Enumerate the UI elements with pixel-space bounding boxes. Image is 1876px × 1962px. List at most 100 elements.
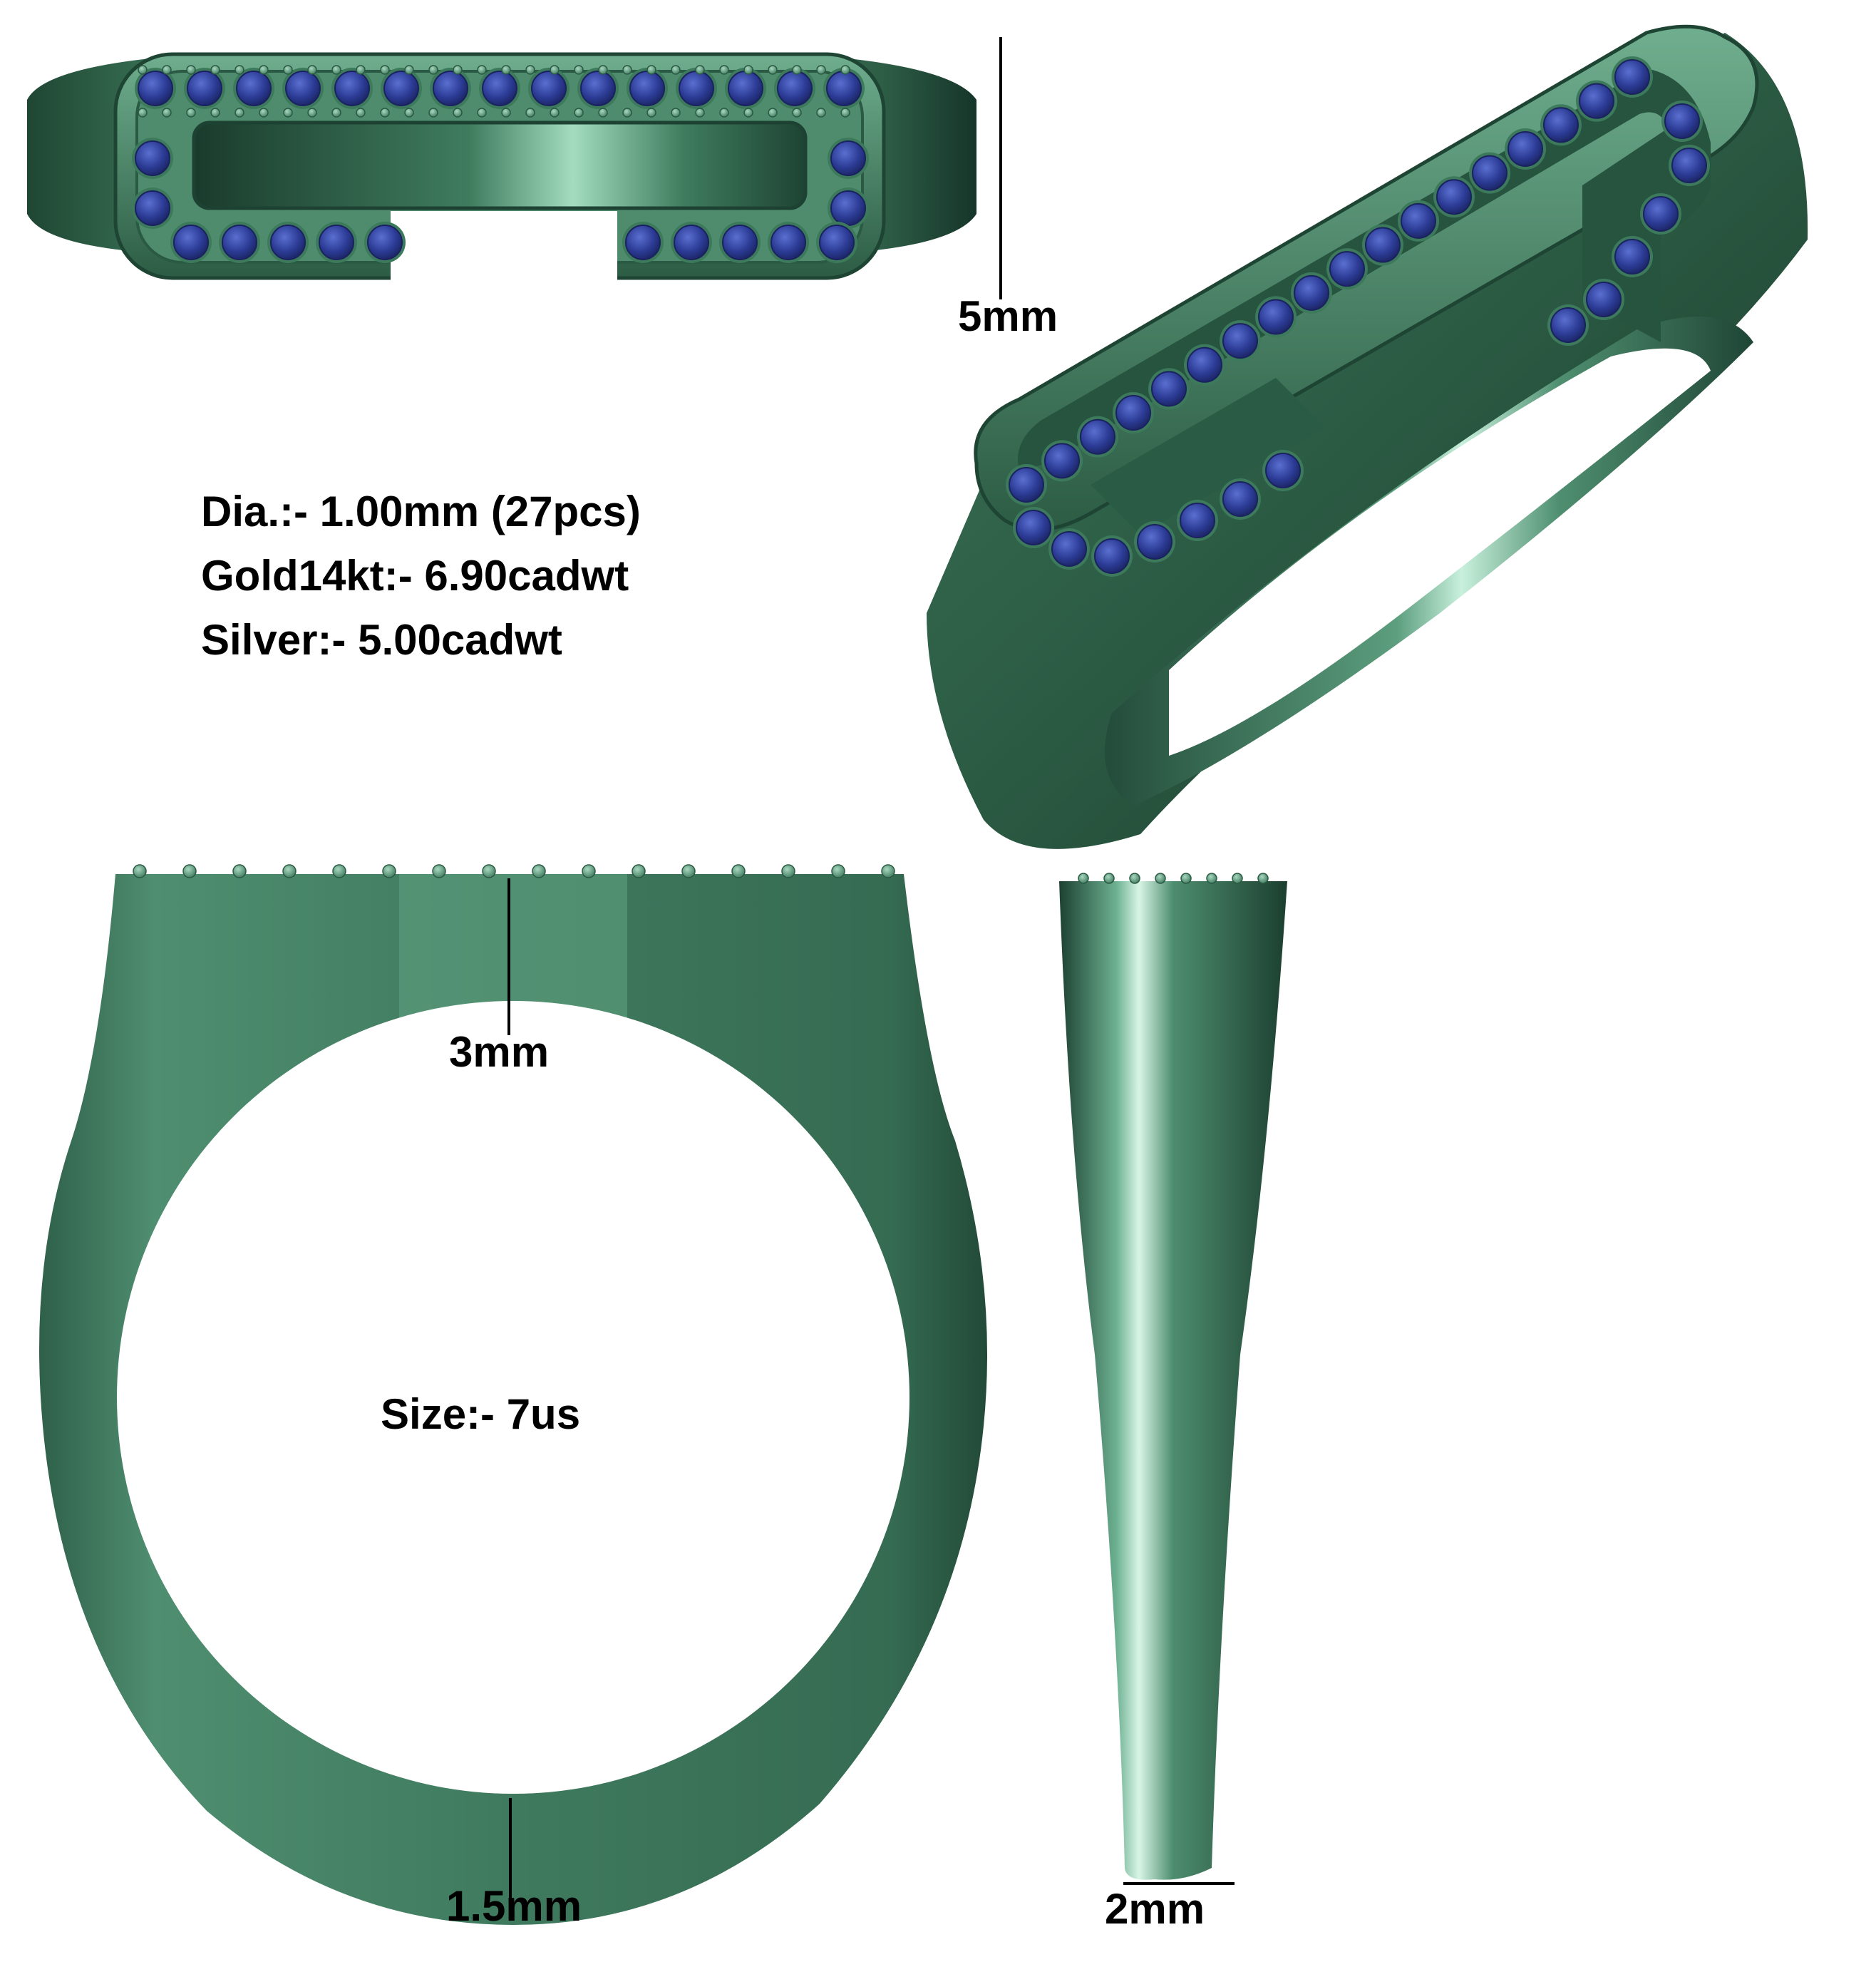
bottom-width-dimension-label: 1.5mm bbox=[446, 1882, 582, 1930]
pave-bead bbox=[138, 108, 148, 118]
pave-bead bbox=[840, 108, 850, 118]
pave-bead bbox=[671, 65, 681, 75]
blue-stone bbox=[1614, 59, 1650, 95]
ring-size-label: Size:- 7us bbox=[381, 1390, 581, 1438]
top-edge-bead bbox=[332, 864, 346, 878]
blue-stone bbox=[1671, 148, 1707, 183]
pave-bead bbox=[646, 65, 656, 75]
top-width-dimension-label: 3mm bbox=[449, 1028, 550, 1076]
pave-bead bbox=[307, 65, 317, 75]
side-view-bead-row bbox=[1078, 873, 1269, 884]
blue-stone bbox=[1436, 179, 1472, 215]
pave-bead bbox=[234, 65, 244, 75]
side-edge-bead bbox=[1129, 873, 1140, 884]
top-edge-bead bbox=[133, 864, 147, 878]
pave-bead bbox=[477, 65, 487, 75]
blue-stone bbox=[1222, 323, 1258, 359]
pave-bead bbox=[186, 108, 196, 118]
top-edge-bead bbox=[681, 864, 696, 878]
blue-stone bbox=[1614, 239, 1650, 274]
pave-bead bbox=[525, 108, 535, 118]
pave-bead bbox=[816, 108, 826, 118]
blue-stone bbox=[1094, 538, 1130, 574]
pave-bead bbox=[186, 65, 196, 75]
top-view-stone-row bbox=[132, 65, 869, 263]
blue-stone bbox=[830, 140, 866, 176]
pave-bead bbox=[792, 65, 802, 75]
top-edge-bead bbox=[482, 864, 496, 878]
top-edge-bead bbox=[731, 864, 746, 878]
pave-bead bbox=[356, 108, 366, 118]
pave-bead bbox=[622, 108, 632, 118]
blue-stone bbox=[135, 140, 170, 176]
ring-side-view bbox=[1059, 873, 1287, 1880]
side-edge-bead bbox=[1232, 873, 1243, 884]
pave-bead bbox=[768, 108, 778, 118]
top-edge-bead bbox=[582, 864, 596, 878]
blue-stone bbox=[1051, 531, 1087, 567]
blue-stone bbox=[319, 225, 354, 260]
silver-weight-spec: Silver:- 5.00cadwt bbox=[201, 616, 562, 664]
blue-stone bbox=[1579, 83, 1614, 119]
height-dimension-label: 5mm bbox=[958, 292, 1058, 340]
pave-bead bbox=[453, 108, 463, 118]
top-edge-bead bbox=[632, 864, 646, 878]
pave-bead bbox=[138, 65, 148, 75]
blue-stone bbox=[1044, 443, 1080, 479]
pave-bead bbox=[331, 65, 341, 75]
pave-bead bbox=[695, 65, 705, 75]
ring-front-view bbox=[39, 864, 987, 1925]
blue-stone bbox=[1151, 371, 1187, 407]
blue-stone bbox=[1180, 503, 1215, 538]
pave-bead bbox=[574, 108, 584, 118]
top-edge-bead bbox=[182, 864, 197, 878]
blue-stone bbox=[1401, 202, 1436, 239]
side-edge-bead bbox=[1180, 873, 1192, 884]
pave-bead bbox=[283, 65, 293, 75]
blue-stone bbox=[1115, 395, 1151, 431]
pave-bead bbox=[428, 65, 438, 75]
pave-bead bbox=[380, 108, 390, 118]
blue-stone bbox=[1294, 274, 1329, 311]
blue-stone bbox=[1329, 251, 1365, 287]
blue-stone bbox=[1643, 196, 1679, 232]
pave-bead bbox=[840, 65, 850, 75]
blue-stone bbox=[531, 71, 567, 106]
pave-bead bbox=[307, 108, 317, 118]
blue-stone bbox=[728, 71, 763, 106]
pave-bead bbox=[477, 108, 487, 118]
top-edge-bead bbox=[831, 864, 845, 878]
pave-bead bbox=[816, 65, 826, 75]
blue-stone bbox=[1472, 155, 1508, 191]
blue-stone bbox=[1258, 299, 1294, 335]
pave-bead bbox=[380, 65, 390, 75]
blue-stone bbox=[285, 71, 321, 106]
blue-stone bbox=[135, 190, 170, 226]
pave-bead bbox=[550, 65, 560, 75]
pave-bead bbox=[646, 108, 656, 118]
pave-bead bbox=[428, 108, 438, 118]
pave-bead bbox=[574, 65, 584, 75]
blue-stone bbox=[1222, 481, 1258, 517]
pave-bead bbox=[768, 65, 778, 75]
pave-bead bbox=[598, 65, 608, 75]
blue-stone bbox=[236, 71, 272, 106]
blue-stone bbox=[1543, 107, 1579, 143]
pave-bead bbox=[210, 65, 220, 75]
ring-perspective-view bbox=[927, 24, 1808, 849]
blue-stone bbox=[1664, 103, 1700, 139]
blue-stone bbox=[722, 225, 758, 260]
top-edge-bead bbox=[432, 864, 446, 878]
blue-stone bbox=[1080, 418, 1115, 455]
blue-stone bbox=[777, 71, 813, 106]
pave-bead bbox=[404, 65, 414, 75]
pave-bead bbox=[501, 65, 511, 75]
pave-bead bbox=[671, 108, 681, 118]
pave-bead bbox=[622, 65, 632, 75]
gold-weight-spec: Gold14kt:- 6.90cadwt bbox=[201, 552, 629, 600]
side-width-dimension-label: 2mm bbox=[1105, 1885, 1205, 1933]
pave-bead bbox=[331, 108, 341, 118]
ring-finger-hole bbox=[117, 1001, 909, 1794]
